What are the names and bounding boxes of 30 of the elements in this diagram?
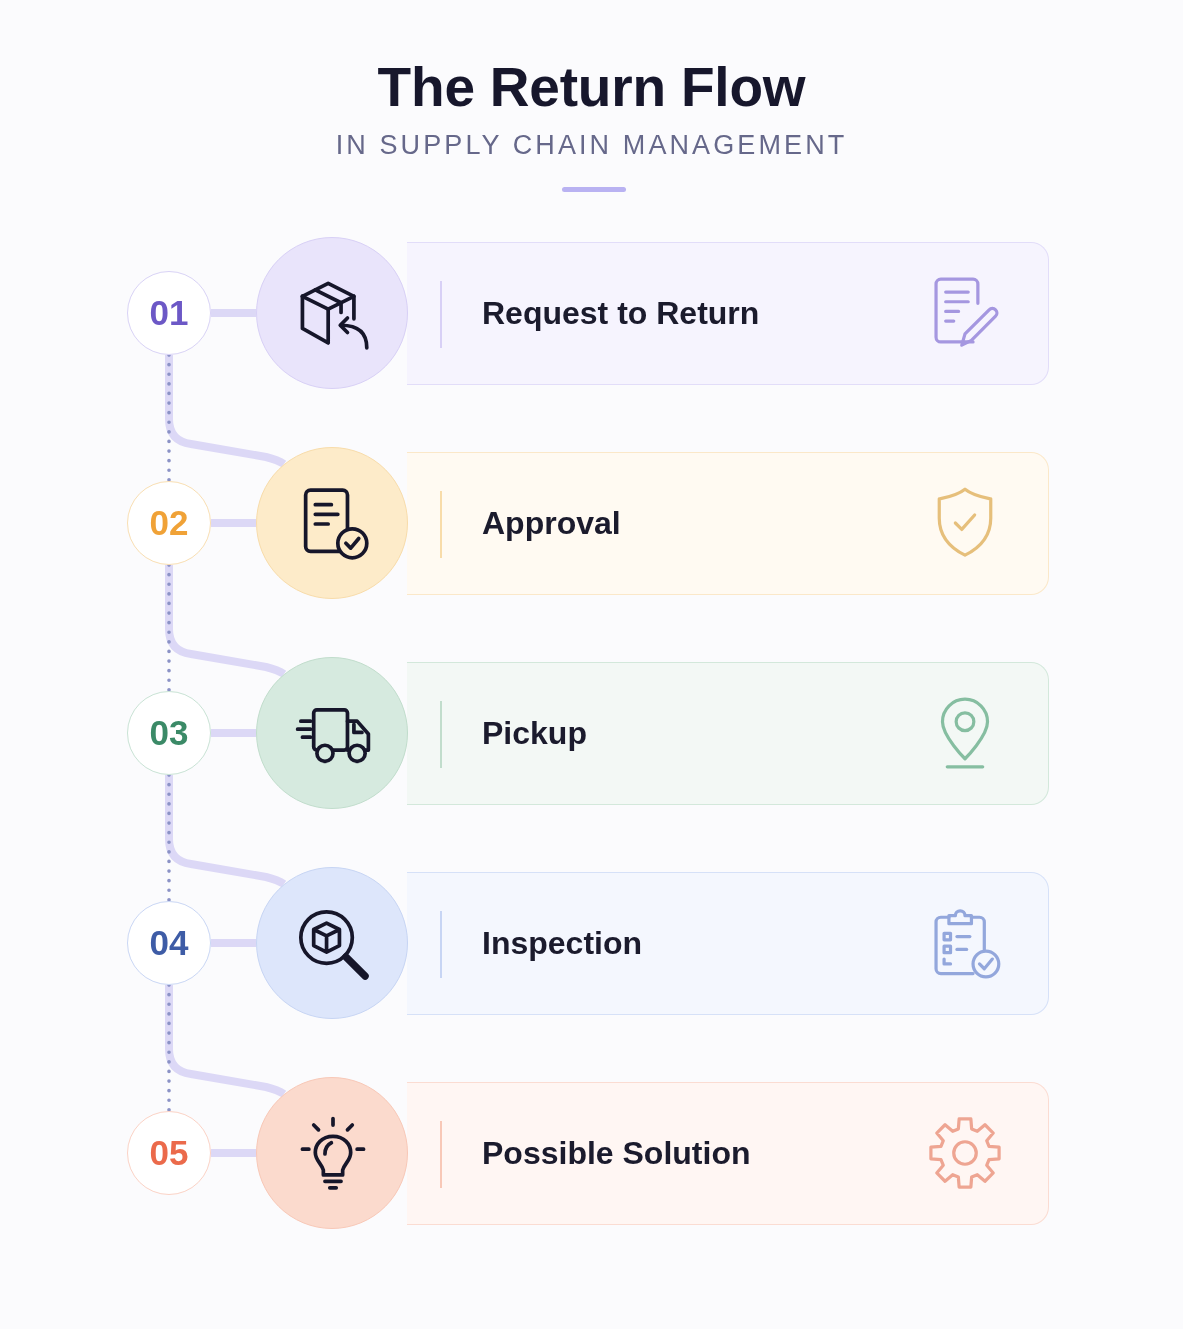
- connector-line: [211, 309, 256, 317]
- connector-line: [165, 985, 287, 1098]
- step-title: Pickup: [482, 714, 587, 752]
- connector-line: [165, 565, 287, 678]
- step-card: [407, 242, 1049, 385]
- subtitle: IN SUPPLY CHAIN MANAGEMENT: [335, 129, 848, 161]
- step-number-circle: 03: [127, 691, 211, 775]
- step-card: [407, 1082, 1049, 1225]
- connector-line: [165, 775, 287, 888]
- step-card: [407, 662, 1049, 805]
- dotted-connector: [167, 773, 171, 903]
- connector-line: [211, 939, 256, 947]
- step-title: Inspection: [482, 924, 642, 962]
- dotted-connector: [167, 353, 171, 483]
- step-title: Approval: [482, 504, 621, 542]
- step-number-circle: 05: [127, 1111, 211, 1195]
- connector-line: [211, 729, 256, 737]
- connector-line: [211, 1149, 256, 1157]
- step-title: Request to Return: [482, 294, 760, 332]
- connector-line: [165, 355, 287, 468]
- step-card: [407, 452, 1049, 595]
- step-number-circle: 01: [127, 271, 211, 355]
- step-number-circle: 04: [127, 901, 211, 985]
- step-number-circle: 02: [127, 481, 211, 565]
- dotted-connector: [167, 563, 171, 693]
- connector-line: [211, 519, 256, 527]
- step-card: [407, 872, 1049, 1015]
- title: The Return Flow: [377, 56, 806, 118]
- dotted-connector: [167, 983, 171, 1113]
- step-title: Possible Solution: [482, 1134, 751, 1172]
